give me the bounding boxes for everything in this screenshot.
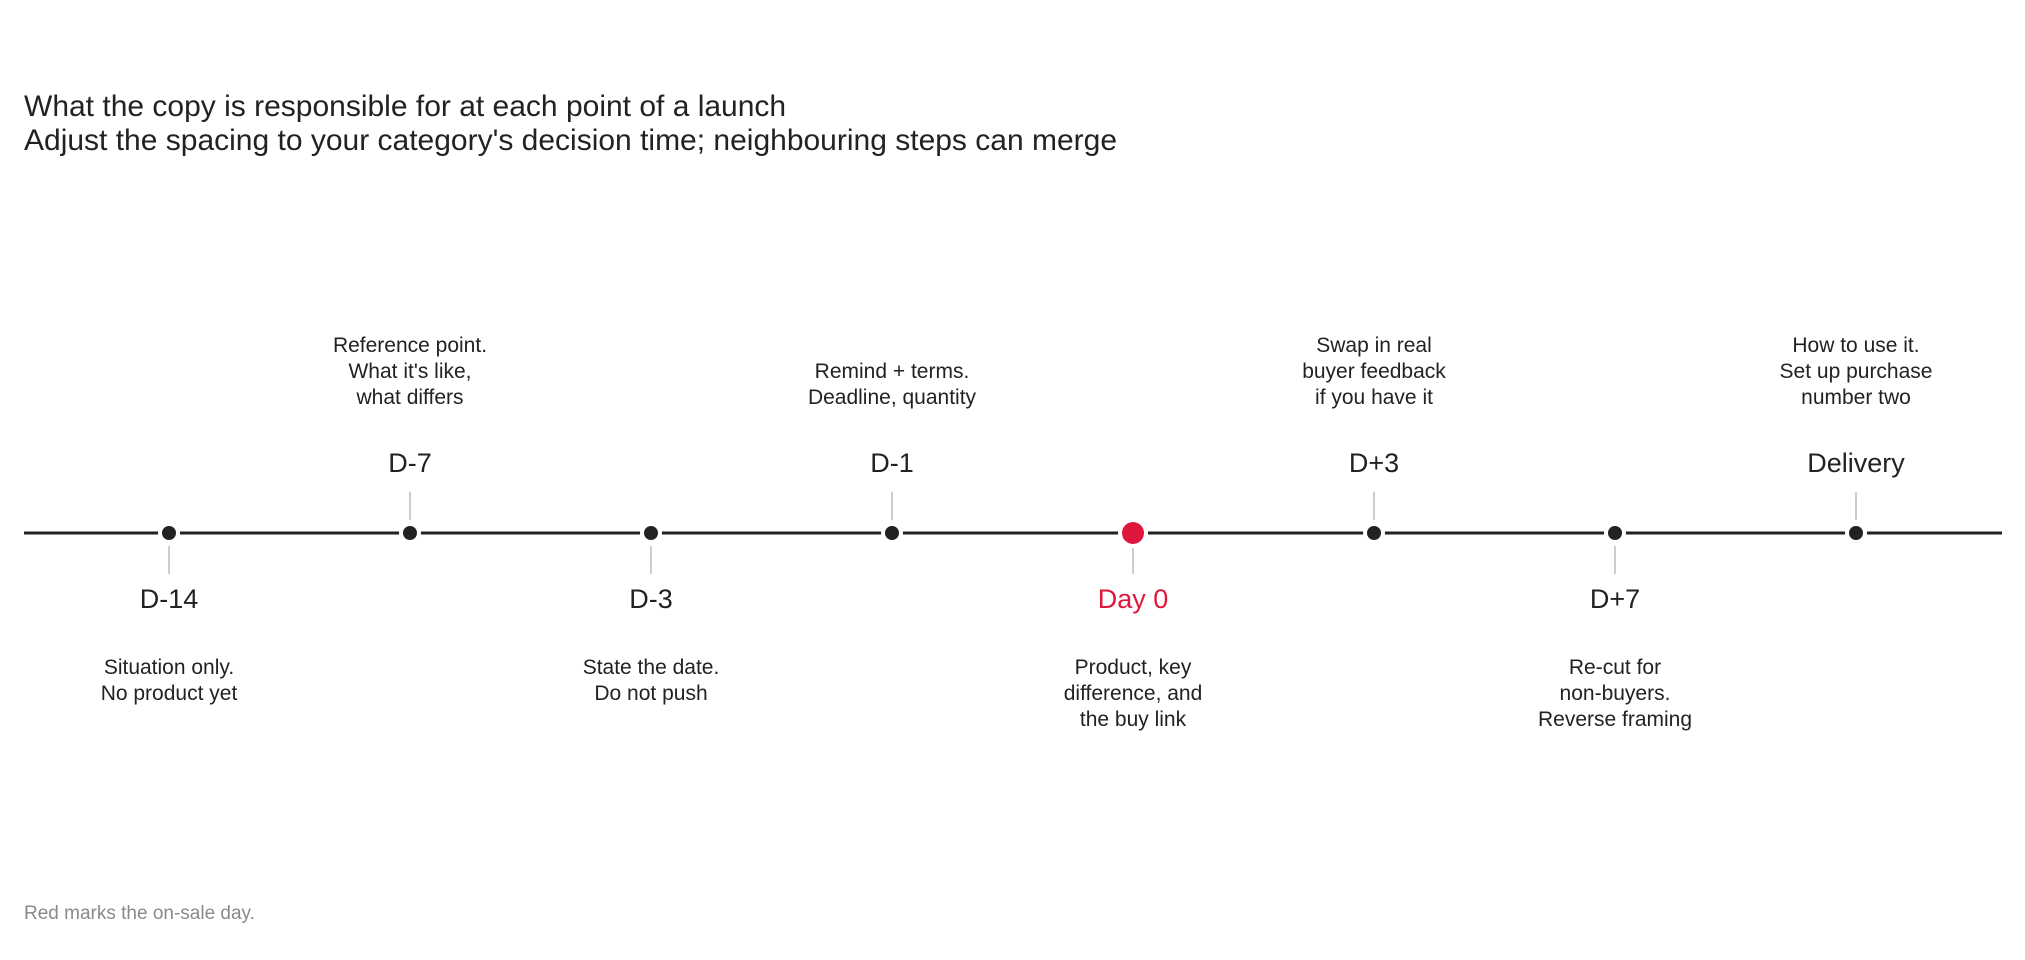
milestone-dot-d-3 [1367,526,1381,540]
milestone-desc-delivery-line-2: Set up purchase [1780,360,1933,383]
footnote: Red marks the on-sale day. [24,903,255,924]
milestone-label-day-0: Day 0 [1098,584,1169,614]
milestone-label-d-7: D-7 [388,448,432,478]
milestone-dot-delivery [1849,526,1863,540]
milestone-desc-d-14-line-1: Situation only. [104,656,234,679]
milestone-desc-d-1-line-2: Deadline, quantity [808,386,977,409]
milestone-desc-d-14-line-2: No product yet [101,682,238,705]
milestone-desc-day-0-line-3: the buy link [1080,708,1187,731]
milestone-desc-delivery-line-1: How to use it. [1792,334,1919,357]
milestone-desc-d-7-line-3: what differs [356,386,464,409]
milestone-desc-d-7-line-1: Re-cut for [1569,656,1661,679]
milestone-dot-d-7 [1608,526,1622,540]
milestone-desc-d-3-line-3: if you have it [1315,386,1433,409]
milestone-desc-d-3-line-2: Do not push [594,682,707,705]
milestone-dot-day-0 [1122,522,1144,544]
milestone-desc-d-7-line-2: non-buyers. [1560,682,1671,705]
milestone-label-d-3: D-3 [629,584,673,614]
milestone-desc-d-7-line-1: Reference point. [333,334,487,357]
milestone-desc-d-3-line-1: Swap in real [1316,334,1432,357]
milestone-desc-d-7-line-3: Reverse framing [1538,708,1692,731]
milestone-label-delivery: Delivery [1807,448,1905,478]
milestone-dot-d-7 [403,526,417,540]
milestone-desc-day-0-line-2: difference, and [1064,682,1203,705]
milestone-desc-d-1-line-1: Remind + terms. [815,360,970,383]
title-block: What the copy is responsible for at each… [24,90,1117,158]
milestone-dot-d-3 [644,526,658,540]
page-subtitle: Adjust the spacing to your category's de… [24,124,1118,157]
milestone-label-d-3: D+3 [1349,448,1399,478]
milestone-desc-d-3-line-1: State the date. [583,656,720,679]
milestone-dot-d-14 [162,526,176,540]
milestone-desc-d-7-line-2: What it's like, [348,360,471,383]
milestone-desc-d-3-line-2: buyer feedback [1302,360,1446,383]
milestone-label-d-14: D-14 [140,584,199,614]
milestone-dot-d-1 [885,526,899,540]
milestone-label-d-7: D+7 [1590,584,1640,614]
milestone-desc-delivery-line-3: number two [1801,386,1911,409]
milestone-desc-day-0-line-1: Product, key [1075,656,1192,679]
milestone-label-d-1: D-1 [870,448,914,478]
page-title: What the copy is responsible for at each… [24,90,787,123]
